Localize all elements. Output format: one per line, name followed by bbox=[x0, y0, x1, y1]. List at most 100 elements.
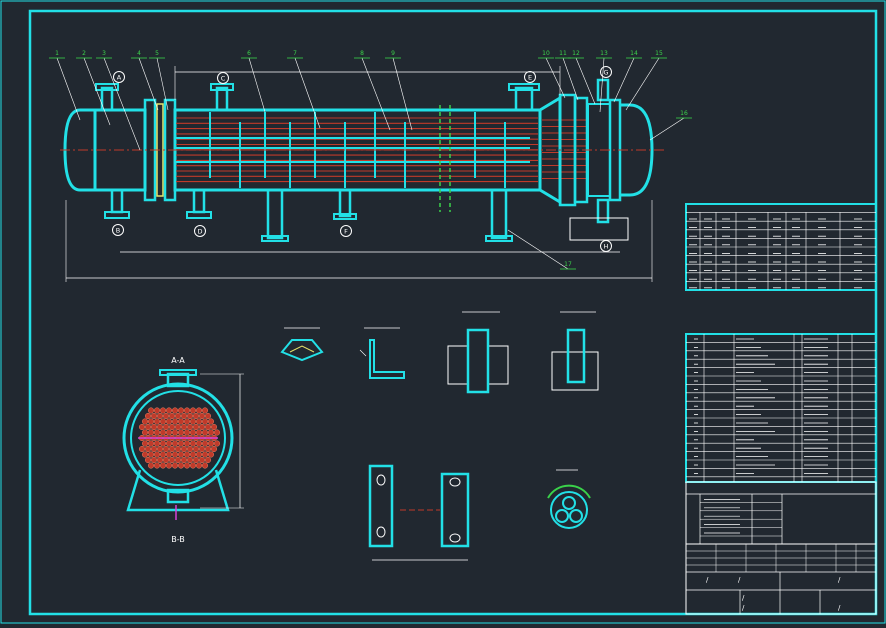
part-number: 13 bbox=[600, 50, 608, 57]
tube-hole bbox=[174, 412, 182, 420]
tube-hole bbox=[177, 429, 185, 436]
right-foot-dim bbox=[569, 217, 629, 241]
nozzle-table bbox=[685, 203, 877, 291]
tube-hole bbox=[201, 429, 209, 436]
tube-hole bbox=[192, 412, 200, 420]
title-block: / / / / / / bbox=[685, 543, 877, 615]
tube-hole bbox=[144, 445, 152, 453]
plate-hole bbox=[376, 474, 386, 486]
leader-line bbox=[56, 57, 81, 121]
leader-line bbox=[625, 57, 660, 111]
tube-hole bbox=[189, 451, 197, 458]
detail-nozzle-wall-left bbox=[447, 345, 469, 385]
tube-hole bbox=[171, 429, 179, 436]
tube-hole bbox=[156, 423, 164, 431]
tube-hole bbox=[144, 412, 152, 420]
vent-nozzle bbox=[596, 78, 610, 102]
leader-line bbox=[156, 57, 169, 111]
tube-hole bbox=[201, 462, 209, 469]
tube-hole bbox=[171, 418, 179, 425]
tube-hole bbox=[165, 407, 173, 414]
support-right-base bbox=[485, 235, 513, 242]
tube-hole bbox=[147, 429, 155, 436]
tube-pitch-detail bbox=[550, 491, 588, 529]
tube-hole bbox=[159, 407, 167, 414]
tube-hole bbox=[156, 445, 164, 453]
nozzle-d bbox=[192, 188, 206, 214]
part-number: 14 bbox=[630, 50, 638, 57]
tube-hole bbox=[147, 451, 155, 458]
detail-weld-1 bbox=[280, 339, 324, 362]
nozzle-h bbox=[596, 198, 610, 224]
leader-line bbox=[83, 57, 111, 126]
tube-hole bbox=[174, 423, 182, 431]
tube-hole bbox=[180, 445, 188, 453]
title-cells bbox=[686, 544, 876, 572]
end-view-labels: A-AB-B bbox=[171, 356, 185, 544]
tube-hole bbox=[198, 445, 206, 453]
tube-hole bbox=[192, 445, 200, 453]
tube-hole bbox=[201, 418, 209, 425]
tube-hole bbox=[159, 440, 167, 447]
nozzle-b-flange bbox=[104, 211, 130, 219]
tube-hole bbox=[192, 456, 200, 464]
tube-hole bbox=[210, 423, 218, 431]
tube-hole bbox=[168, 423, 176, 431]
tube-hole bbox=[195, 429, 203, 436]
nozzle-table-grid bbox=[686, 212, 876, 290]
plate-hole bbox=[449, 477, 461, 487]
tube-hole bbox=[174, 445, 182, 453]
tube-hole bbox=[195, 462, 203, 469]
tube-hole bbox=[147, 418, 155, 425]
tube-hole bbox=[153, 440, 161, 447]
nozzle-mark-circle bbox=[112, 224, 124, 236]
nozzle-c bbox=[215, 86, 229, 112]
part-number: 16 bbox=[680, 110, 688, 117]
tube-hole bbox=[201, 407, 209, 414]
tube-hole bbox=[162, 456, 170, 464]
sign-cell: / bbox=[838, 576, 841, 584]
end-view-bottom-nozzle bbox=[166, 488, 190, 504]
tube-hole bbox=[189, 407, 197, 414]
tube-hole bbox=[180, 412, 188, 420]
tube-hole bbox=[156, 412, 164, 420]
nozzle-e-flange bbox=[508, 83, 540, 91]
heat-exchanger-elevation bbox=[60, 66, 665, 282]
tube-hole bbox=[201, 451, 209, 458]
pitch-tube bbox=[562, 496, 576, 510]
nozzle-a-flange bbox=[95, 83, 119, 91]
pitch-arc bbox=[547, 484, 591, 499]
baffle-plate-left bbox=[368, 464, 394, 548]
detail-views bbox=[280, 311, 599, 561]
tube-hole bbox=[195, 451, 203, 458]
tube-hole bbox=[213, 429, 221, 436]
tube-hole bbox=[162, 423, 170, 431]
nozzle-mark-circle bbox=[113, 71, 125, 83]
detail-hatch bbox=[359, 349, 367, 357]
tube-hole bbox=[150, 423, 158, 431]
part-number: 17 bbox=[564, 261, 572, 268]
nozzle-d-flange bbox=[186, 211, 212, 219]
tube-hole bbox=[195, 418, 203, 425]
tube-hole bbox=[174, 456, 182, 464]
tube-hole bbox=[177, 462, 185, 469]
part-number: 15 bbox=[655, 50, 663, 57]
tube-hole bbox=[198, 456, 206, 464]
tube-bundle bbox=[176, 117, 586, 183]
tube-hole bbox=[177, 451, 185, 458]
parts-list-grid bbox=[686, 334, 876, 482]
tube-hole bbox=[183, 451, 191, 458]
tube-hole bbox=[162, 412, 170, 420]
tube-hole bbox=[159, 462, 167, 469]
leader-line bbox=[575, 57, 596, 105]
tube-hole bbox=[147, 407, 155, 414]
sign-cell: / bbox=[742, 594, 745, 602]
tube-hole bbox=[165, 418, 173, 425]
tube-hole bbox=[195, 407, 203, 414]
leader-line bbox=[545, 57, 566, 99]
tube-hole bbox=[144, 423, 152, 431]
part-number: 2 bbox=[82, 50, 86, 57]
